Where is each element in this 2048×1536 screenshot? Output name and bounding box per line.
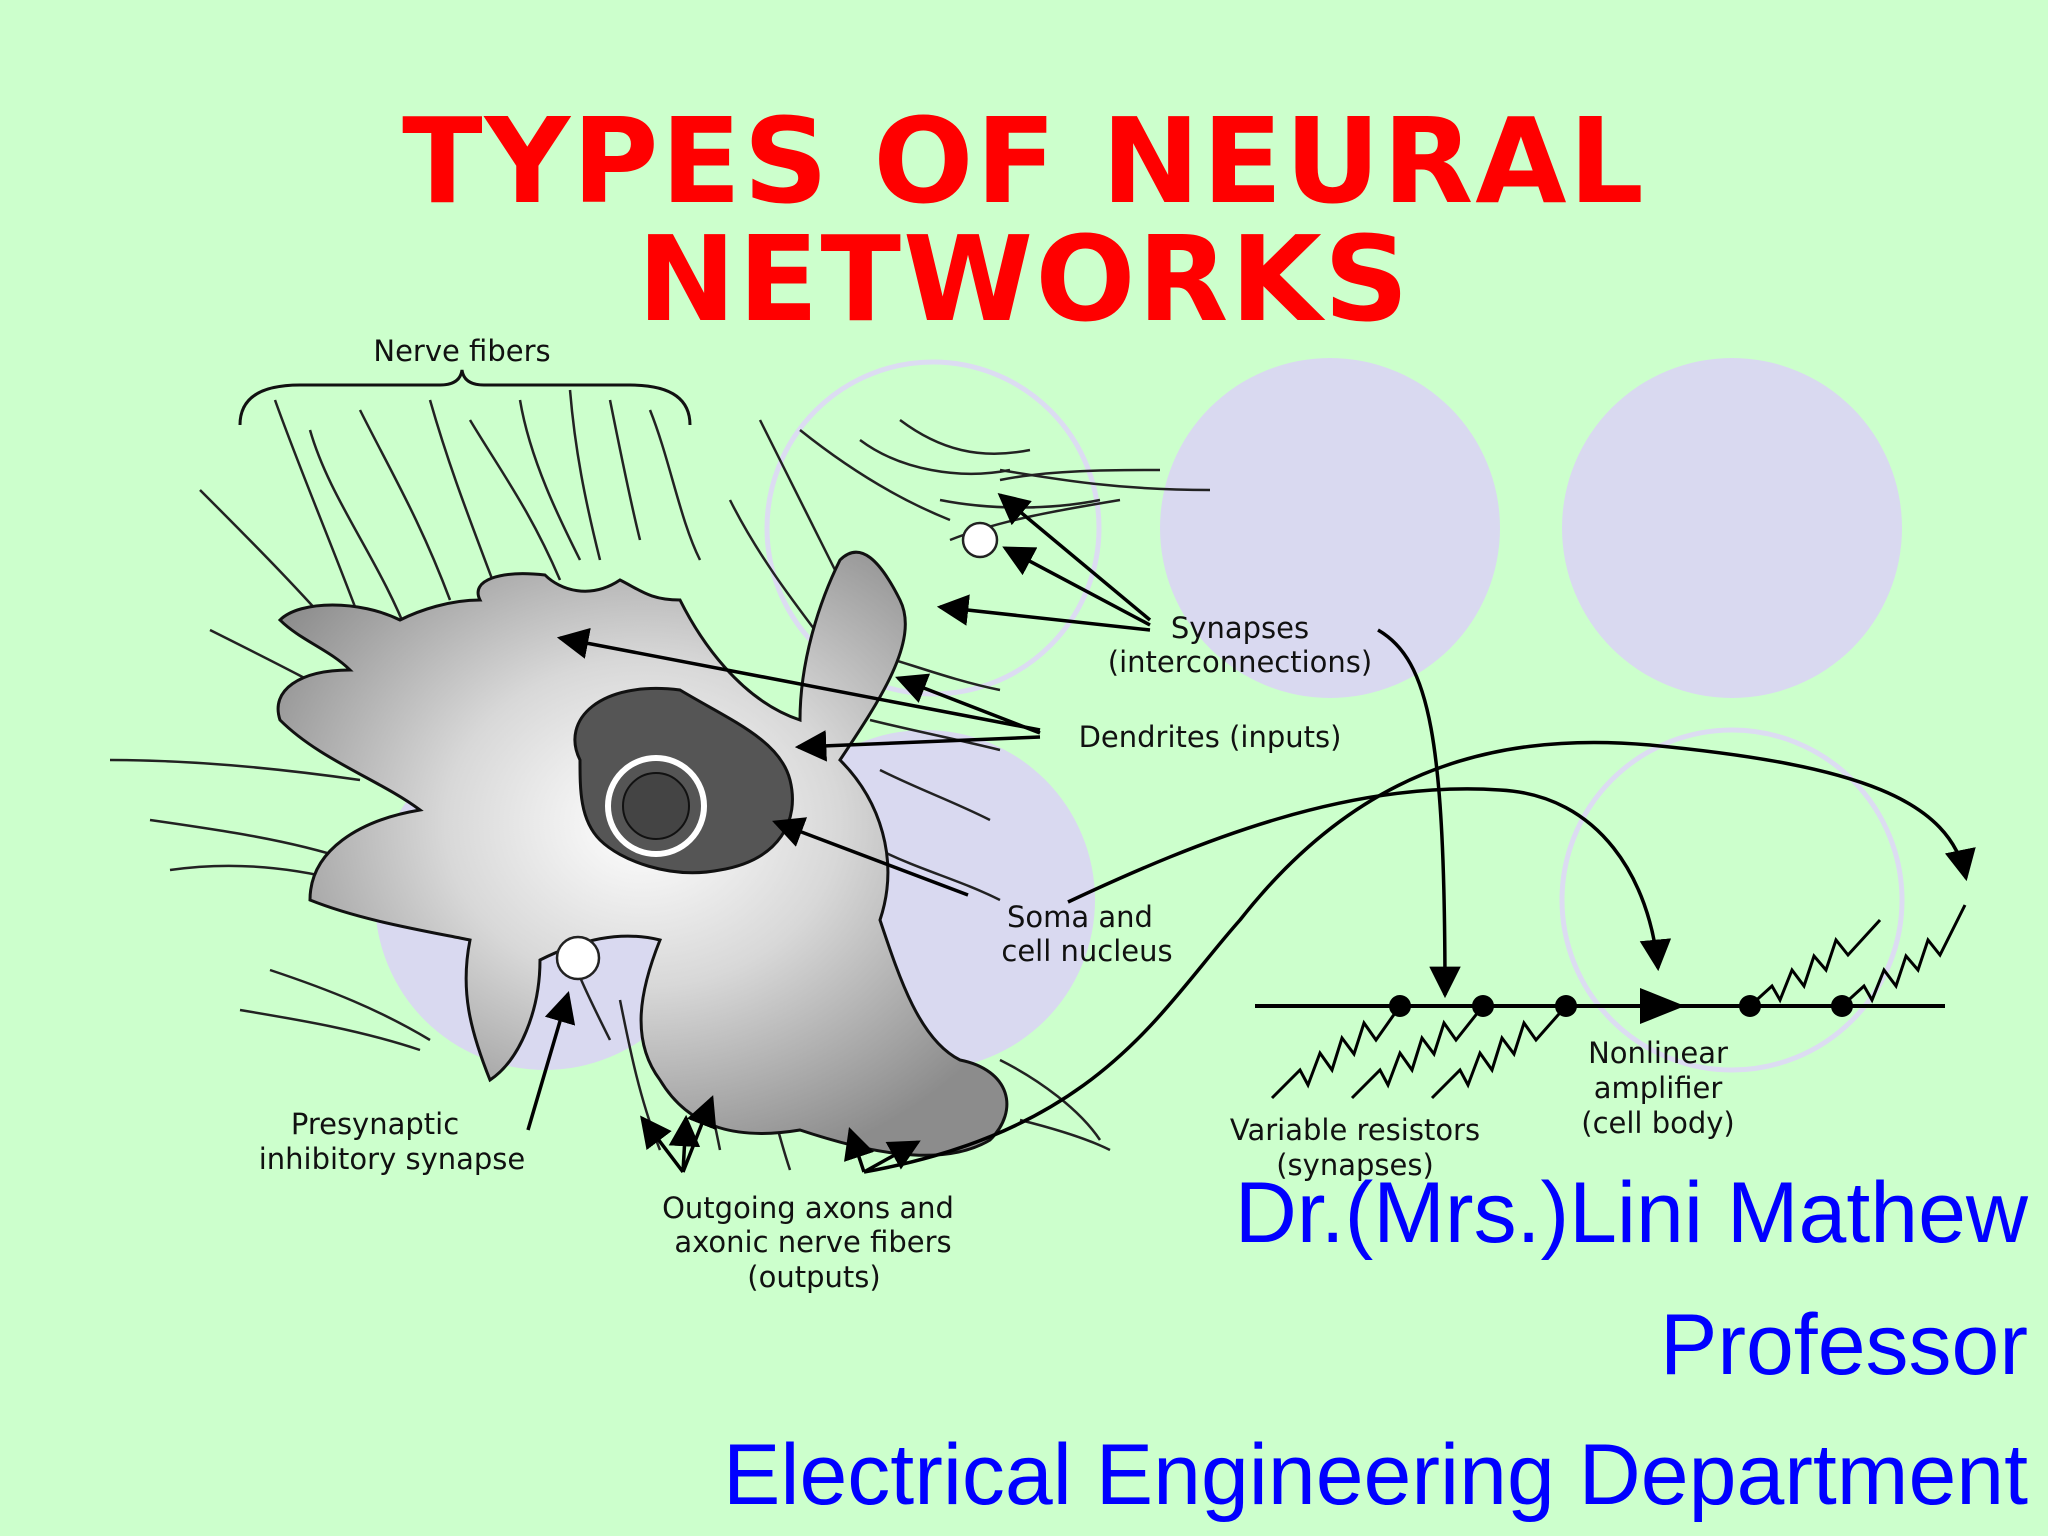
deco-circle-outline-low-right bbox=[1559, 727, 1905, 1073]
arrow-axon-3 bbox=[681, 1095, 717, 1173]
nucleus-core bbox=[622, 772, 690, 840]
label-cell-body: (cell body) bbox=[1581, 1106, 1734, 1140]
circuit-connection-curves bbox=[863, 628, 1976, 1174]
label-cell-nucleus: cell nucleus bbox=[1001, 934, 1172, 968]
label-synapses-sub: (interconnections) bbox=[1108, 645, 1372, 679]
label-variable-resistors: Variable resistors bbox=[1230, 1113, 1480, 1147]
arrow-synapse-3 bbox=[936, 594, 1151, 632]
nerve-fibers-brace bbox=[238, 369, 692, 426]
curve-axons-to-output bbox=[863, 740, 1976, 1174]
nucleus-ring bbox=[605, 755, 707, 857]
label-resistors-synapses: (synapses) bbox=[1276, 1148, 1434, 1182]
nonlinear-amplifier-symbol bbox=[1640, 988, 1685, 1024]
label-soma: Soma and bbox=[1007, 900, 1153, 934]
arrow-presynaptic bbox=[526, 990, 576, 1131]
label-inhibitory-synapse: inhibitory synapse bbox=[259, 1142, 526, 1176]
label-synapses: Synapses bbox=[1171, 611, 1309, 645]
variable-resistors bbox=[1270, 904, 1967, 1100]
arrow-synapse-2 bbox=[1002, 546, 1151, 627]
nerve-fibers bbox=[109, 389, 1211, 1171]
label-outgoing-axons: Outgoing axons and bbox=[662, 1191, 954, 1225]
arrow-axon-2 bbox=[668, 1114, 701, 1173]
deco-circle-filled-mid bbox=[1160, 358, 1500, 698]
slide-title: TYPES OF NEURAL NETWORKS bbox=[402, 92, 1646, 348]
label-nonlinear: Nonlinear bbox=[1588, 1036, 1728, 1070]
label-axonic-fibers: axonic nerve fibers bbox=[674, 1225, 951, 1259]
author-name: Dr.(Mrs.)Lini Mathew bbox=[1234, 1165, 2028, 1261]
circuit-node bbox=[1472, 995, 1494, 1017]
arrow-synapse-1 bbox=[997, 492, 1152, 622]
label-arrows bbox=[526, 492, 1152, 1174]
arrow-soma bbox=[772, 817, 969, 897]
deco-circle-filled-right bbox=[1562, 358, 1902, 698]
electrical-circuit bbox=[1255, 904, 1967, 1100]
arrow-axon-4 bbox=[844, 1127, 874, 1173]
author-department: Electrical Engineering Department bbox=[723, 1427, 2028, 1523]
presynaptic-synapse-marker bbox=[555, 935, 601, 981]
label-dendrites: Dendrites (inputs) bbox=[1079, 720, 1342, 754]
arrow-axon-5 bbox=[863, 1140, 921, 1174]
curve-soma-to-amplifier bbox=[1067, 787, 1672, 972]
circuit-node bbox=[1831, 995, 1853, 1017]
label-nerve-fibers: Nerve fibers bbox=[373, 334, 550, 368]
circuit-node bbox=[1739, 995, 1761, 1017]
synapse-marker bbox=[961, 521, 999, 559]
label-presynaptic: Presynaptic bbox=[291, 1107, 459, 1141]
deco-circle-outline-left bbox=[764, 359, 1102, 697]
author-position: Professor bbox=[1659, 1297, 2028, 1393]
label-amplifier: amplifier bbox=[1594, 1071, 1723, 1105]
arrow-dendrite-2 bbox=[895, 673, 1041, 735]
circuit-node bbox=[1555, 995, 1577, 1017]
arrow-axon-1 bbox=[640, 1115, 685, 1174]
circuit-node bbox=[1389, 995, 1411, 1017]
arrow-dendrite-3 bbox=[794, 730, 1041, 762]
arrow-dendrite-1 bbox=[556, 627, 1041, 732]
curve-synapses-to-resistors bbox=[1377, 628, 1461, 999]
label-outputs: (outputs) bbox=[747, 1260, 880, 1294]
